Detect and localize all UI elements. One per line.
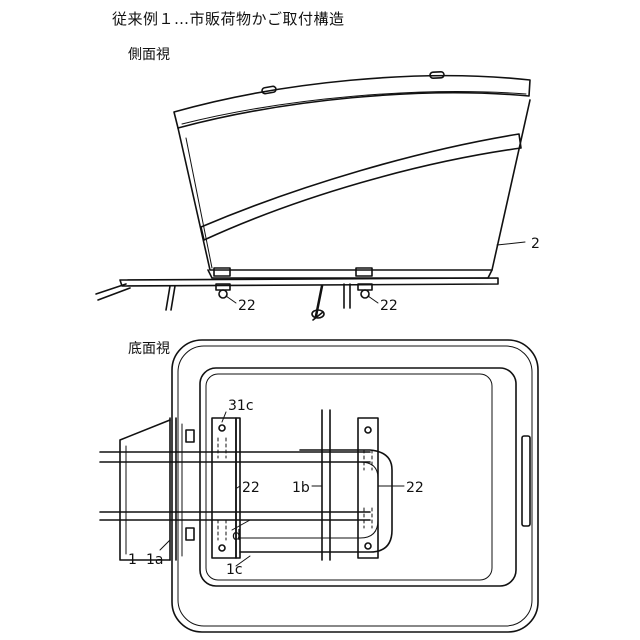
side-grip [522, 436, 530, 526]
ref-31c: 31c [228, 398, 254, 414]
basket-rim [174, 76, 530, 128]
clamp-left-side [214, 268, 230, 298]
carrier-frame [120, 420, 170, 560]
ref-1c: 1c [226, 562, 243, 578]
ref-1a: 1a [146, 552, 164, 568]
bolt-stem [316, 286, 322, 316]
clamp-right-side [356, 268, 372, 298]
rear-carrier-rail [120, 278, 498, 286]
carrier-leg-1 [166, 286, 170, 310]
ref-clamp-right: 22 [380, 298, 398, 314]
ref-clamp-far: 22 [406, 480, 424, 496]
ref-clamp-mid: 22 [242, 480, 260, 496]
carrier-stay-left [96, 284, 126, 294]
ref-d: d [232, 528, 241, 544]
side-view-drawing [96, 72, 530, 320]
ref-1b: 1b [292, 480, 310, 496]
basket-outer-outline [172, 340, 538, 632]
ref-clamp-left: 22 [238, 298, 256, 314]
bottom-view-drawing [100, 340, 538, 632]
ref-box: 2 [531, 236, 540, 252]
ref-1: 1 [128, 552, 137, 568]
middle-band [201, 134, 521, 240]
